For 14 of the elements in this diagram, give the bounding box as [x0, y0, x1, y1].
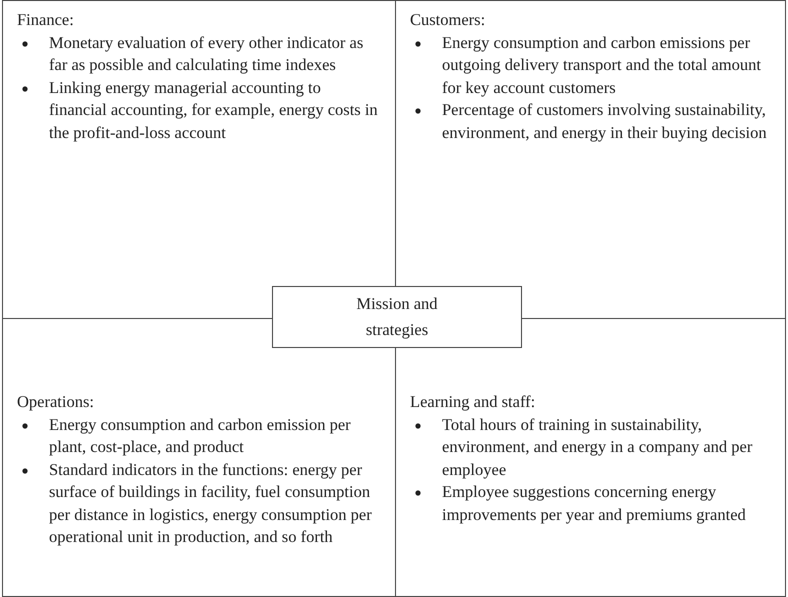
- section-heading: Customers:: [410, 9, 486, 31]
- bullet-text: Energy consumption and carbon emissions per outgoing delivery transport and the total amount for key account customers: [442, 32, 761, 96]
- section-heading: Finance:: [17, 9, 75, 31]
- center-label: Mission and strategies: [355, 293, 439, 341]
- bullet-text: Percentage of customers involving sustainability, environment, and energy in their buying decision: [442, 100, 767, 142]
- section-heading: Learning and staff:: [410, 391, 536, 413]
- bullet-text: Employee suggestions concerning energy improvements per year and premiums granted: [442, 482, 746, 524]
- bullet-text: Monetary evaluation of every other indicator as far as possible and calculating time indexes: [49, 32, 364, 74]
- bullet-text: Energy consumption and carbon emission per plant, cost-place, and product: [49, 414, 351, 456]
- center-box: [272, 286, 522, 348]
- bullet-text: Linking energy managerial accounting to financial accounting, for example, energy costs in the profit-and-loss account: [49, 78, 378, 142]
- section-heading: Operations:: [17, 391, 95, 413]
- bullet-text: Total hours of training in sustainability, environment, and energy in a company and per employee: [442, 414, 752, 478]
- bullet-text: Standard indicators in the functions: energy per surface of buildings in facility, fuel consumption per distance in logistics, energy consumption per operational unit in production, and so forth: [49, 460, 372, 546]
